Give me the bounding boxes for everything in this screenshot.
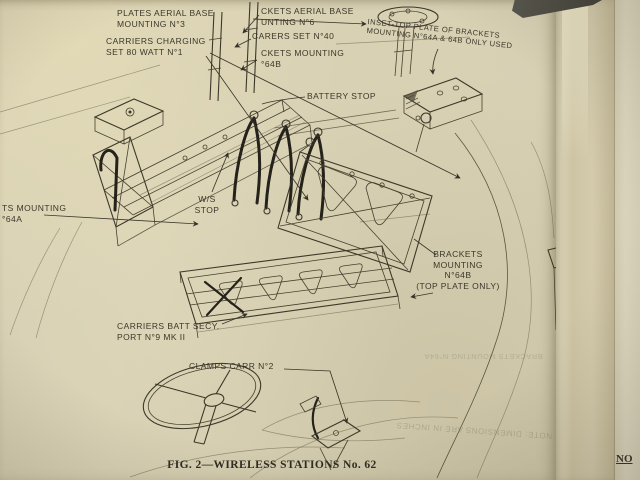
underlying-page [614,0,640,480]
page-curl-edge [556,0,614,480]
manual-page: .tn{stroke:#46412f;stroke-width:.8;fill:… [0,0,603,480]
bleed-through-text-brackets-64a: BRACKETS MOUNTING N°64A [424,352,543,361]
label-ws-stop: W/S STOP [194,194,220,215]
body-outline-lines [0,36,532,479]
label-clamps-carr: CLAMPS CARR N°2 [189,361,274,371]
aerial-base-posts [207,1,259,102]
steering-wheel [142,362,262,445]
carriers-charging-set-frame [92,98,313,247]
label-brackets-64b-top-plate: BRACKETS MOUNTING N°64B (TOP PLATE ONLY) [416,249,500,291]
inset-top-plate [402,48,484,130]
figure-caption: FIG. 2—WIRELESS STATIONS No. 62 [167,459,377,471]
label-brackets-aerial-base: CKETS AERIAL BASE UNTING N°6 [261,6,354,27]
label-carriers-set: CARERS SET N°40 [252,31,335,41]
brackets-mounting-frame [277,112,433,273]
label-battery-stop: BATTERY STOP [307,91,377,101]
leader-lines [43,14,461,424]
label-plates-aerial-base: PLATES AERIAL BASE MOUNTING N°3 [117,8,214,29]
aerial-base-disc [377,6,439,78]
label-brackets-mounting-64a: TS MOUNTING °64A [2,203,67,224]
label-carriers-batt-secy: CARRIERS BATT SECY. PORT N°9 MK II [117,321,220,342]
clamps-carrier-part [299,395,362,471]
label-carriers-charging: CARRIERS CHARGING SET 80 WATT N°1 [106,36,206,57]
carriers-batt-frame [179,245,401,339]
label-brackets-mounting-64b: CKETS MOUNTING °64B [261,48,345,69]
underlying-page-text: NO [616,453,633,465]
mounting-straps [231,110,326,221]
